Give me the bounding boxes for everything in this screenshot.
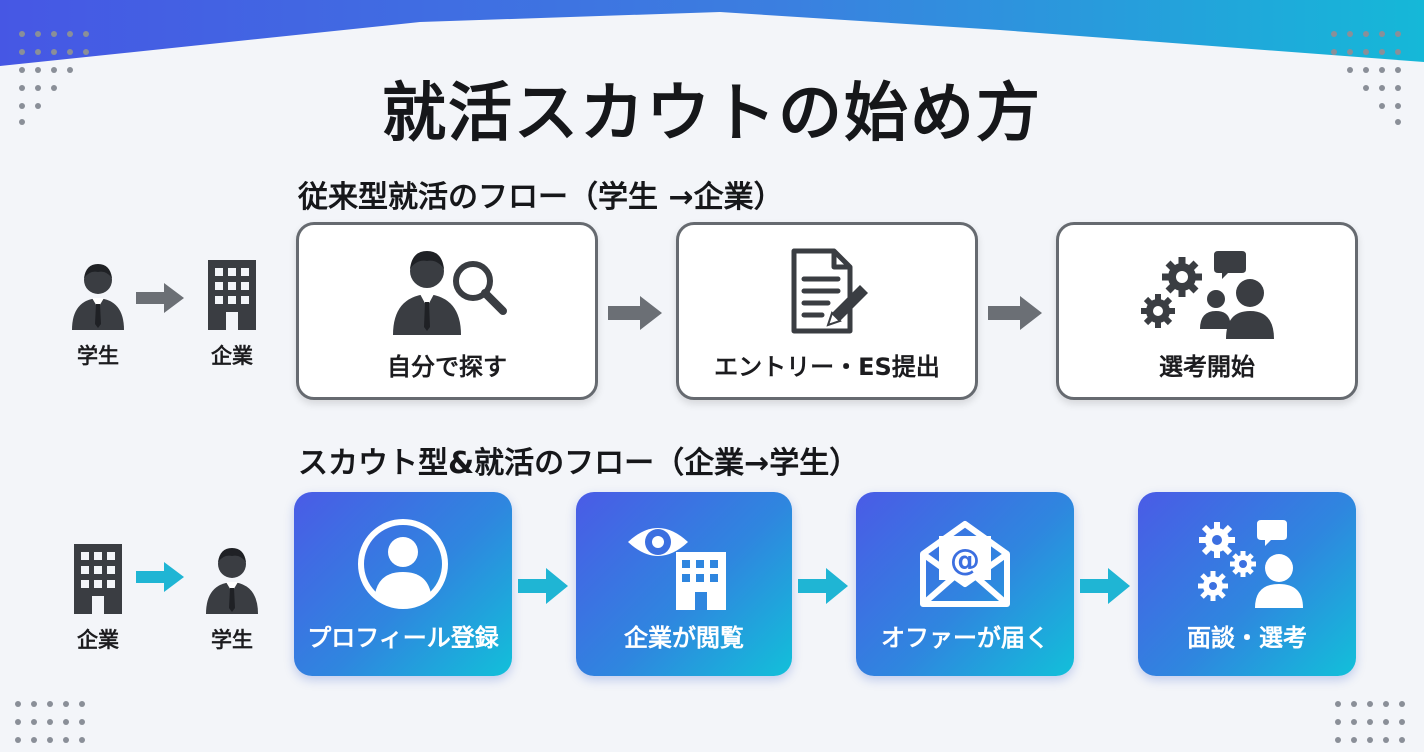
top-banner <box>0 0 1424 66</box>
scout-mini-arrow <box>136 562 184 592</box>
gears-person-chat-icon <box>1141 251 1274 339</box>
scout-step-4-label: 面談・選考 <box>1187 624 1307 652</box>
scout-step-2-label: 企業が閲覧 <box>624 624 744 652</box>
scout-step-2: 企業が閲覧 <box>576 492 792 676</box>
traditional-mini-arrow <box>136 283 184 313</box>
scout-to-label: 学生 <box>211 628 253 652</box>
svg-text:@: @ <box>950 543 980 578</box>
profile-circle-icon <box>358 519 448 609</box>
traditional-flow-heading: 従来型就活のフロー（学生 →企業） <box>298 180 784 215</box>
scout-arrow-1 <box>518 568 568 604</box>
scout-step-1-label: プロフィール登録 <box>307 624 499 652</box>
traditional-to-label: 企業 <box>211 344 253 368</box>
scout-from-label: 企業 <box>77 628 119 652</box>
traditional-arrow-1 <box>608 296 662 330</box>
dot-grid-bottom-right <box>1335 701 1405 743</box>
dot-grid-top-right <box>1331 31 1401 125</box>
scout-step-1: プロフィール登録 <box>294 492 512 676</box>
eye-building-icon <box>628 528 726 610</box>
scout-flow-heading: スカウト型&就活のフロー（企業→学生） <box>298 446 860 481</box>
company-building-icon <box>208 260 256 330</box>
traditional-step-1: 自分で探す <box>296 222 598 400</box>
traditional-to-company: 企業 <box>190 258 274 370</box>
page-title: 就活スカウトの始め方 <box>382 77 1042 151</box>
traditional-step-3: 選考開始 <box>1056 222 1358 400</box>
dot-grid-bottom-left <box>15 701 85 743</box>
scout-step-3: @ オファーが届く <box>856 492 1074 676</box>
traditional-step-2-label: エントリー・ES提出 <box>714 353 940 381</box>
traditional-arrow-2 <box>988 296 1042 330</box>
scout-arrow-2 <box>798 568 848 604</box>
scout-to-student: 学生 <box>190 542 274 654</box>
gears-person-chat-icon <box>1198 520 1303 608</box>
traditional-step-2: エントリー・ES提出 <box>676 222 978 400</box>
traditional-step-3-label: 選考開始 <box>1159 353 1255 381</box>
company-building-icon <box>74 544 122 614</box>
scout-arrow-3 <box>1080 568 1130 604</box>
traditional-from-student: 学生 <box>56 258 140 370</box>
mail-at-icon: @ <box>920 521 1010 607</box>
document-pen-icon <box>791 248 868 334</box>
student-icon <box>206 548 258 614</box>
person-search-icon <box>393 251 507 335</box>
scout-step-4: 面談・選考 <box>1138 492 1356 676</box>
dot-grid-top-left <box>19 31 89 125</box>
student-icon <box>72 264 124 330</box>
traditional-from-label: 学生 <box>77 344 119 368</box>
traditional-step-1-label: 自分で探す <box>387 353 507 381</box>
scout-step-3-label: オファーが届く <box>881 624 1049 652</box>
scout-from-company: 企業 <box>56 542 140 654</box>
